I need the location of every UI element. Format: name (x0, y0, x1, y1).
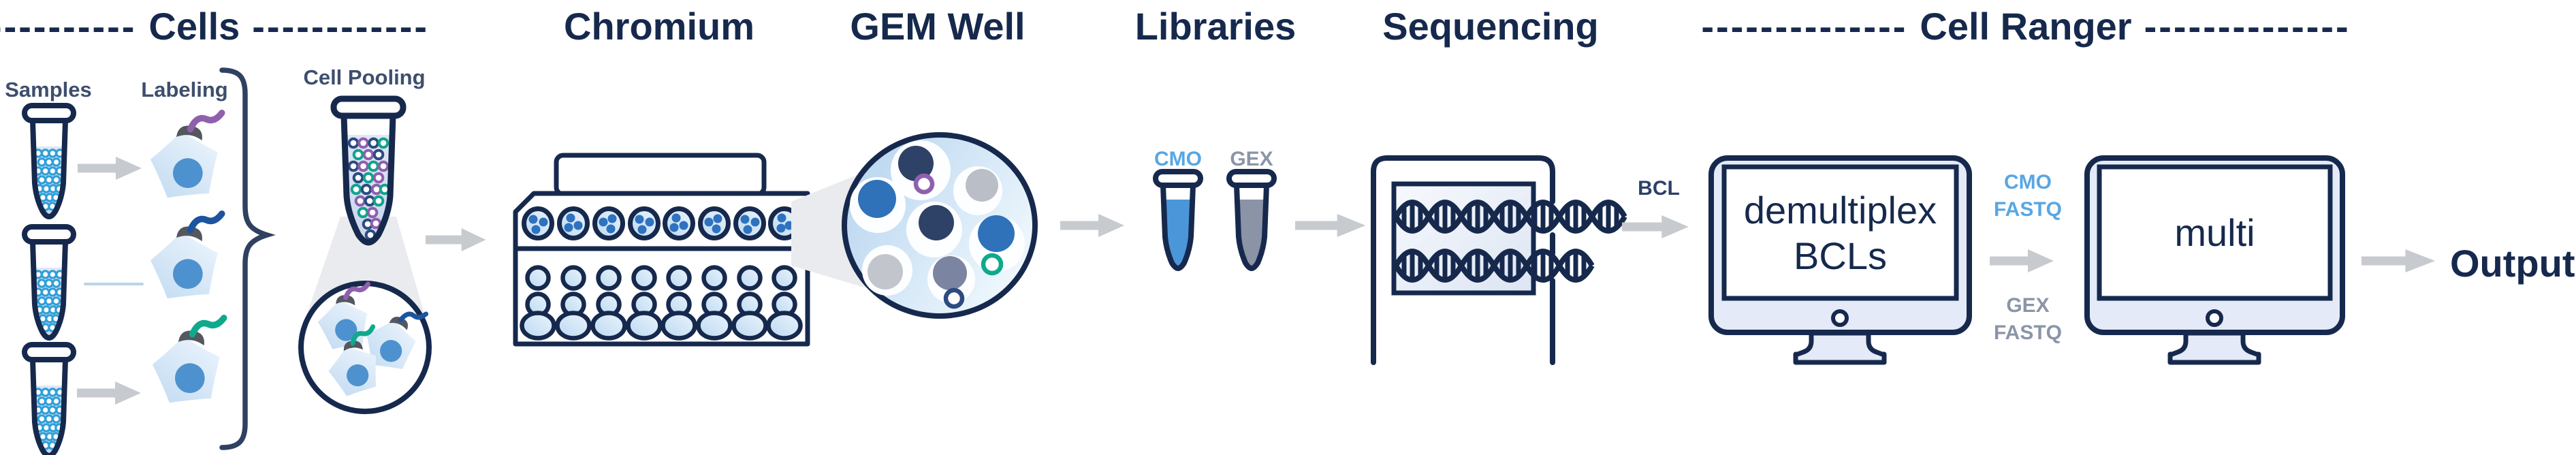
gex-library-tube-icon (1229, 172, 1274, 269)
chromium-chip-icon (513, 153, 810, 347)
cells-section-title: Cells (148, 5, 240, 48)
monitor1-screen-text: demultiplex BCLs (1724, 167, 1956, 298)
dash-line: -------------- (1701, 5, 1908, 48)
arrow-gem-to-libraries (1060, 214, 1124, 237)
sample-tube-2-icon (25, 227, 74, 339)
monitor-demultiplex-icon (1708, 155, 1972, 365)
multi-label: multi (2174, 211, 2255, 254)
labeled-cell-green-icon (148, 318, 232, 404)
cmo-fastq-line1: CMO (2003, 171, 2052, 193)
dash-line: ------------ (252, 5, 430, 48)
magnifier-circle-icon (298, 281, 432, 414)
monitor-multi-icon (2084, 155, 2345, 365)
faint-line-sample2-to-cell (84, 283, 144, 285)
cells-section-header: ---------- Cells ------------ (0, 4, 429, 48)
dna-helix-1 (1393, 200, 1627, 234)
demultiplex-line1: demultiplex (1743, 188, 1937, 232)
arrow-sample3-to-cell (77, 381, 141, 405)
dna-helix-2 (1393, 249, 1595, 283)
gem-droplets (850, 140, 1025, 309)
gex-fastq-line1: GEX (2006, 294, 2050, 317)
monitor-button (1831, 309, 1849, 327)
gem-well-title: GEM Well (850, 5, 1025, 48)
cmo-library-tube-icon (1156, 172, 1200, 269)
cmo-fastq-label: CMO FASTQ (1994, 169, 2062, 223)
monitor-button (2206, 309, 2223, 327)
arrow-bcl-to-cellranger (1622, 215, 1689, 238)
gex-fastq-label: GEX FASTQ (1994, 292, 2062, 347)
arrow-sample1-to-cell (78, 157, 142, 180)
dash-line: -------------- (2144, 5, 2351, 48)
gem-well-circle-icon (842, 132, 1038, 319)
cmo-tube-label: CMO (1154, 148, 1202, 170)
arrow-fastq-to-multi (1990, 249, 2054, 272)
sequencer-icon (1371, 155, 1627, 365)
bcl-label: BCL (1638, 177, 1680, 200)
cell-pooling-label: Cell Pooling (303, 65, 426, 89)
labeling-label: Labeling (141, 78, 228, 101)
sample-tube-1-icon (25, 106, 74, 217)
output-label: Output (2450, 242, 2575, 285)
arrow-multi-to-output (2362, 249, 2436, 272)
cell-pooling-tube-icon (330, 95, 407, 244)
demultiplex-line2: BCLs (1794, 234, 1887, 277)
samples-label: Samples (5, 78, 92, 101)
sequencing-title: Sequencing (1382, 5, 1599, 48)
gex-fastq-line2: FASTQ (1993, 321, 2063, 344)
arrow-pooling-to-chromium (426, 228, 486, 251)
cmo-fastq-line2: FASTQ (1993, 198, 2063, 221)
chromium-title: Chromium (564, 5, 754, 48)
monitor2-screen-text: multi (2099, 167, 2330, 298)
grouping-brace-icon (219, 67, 276, 450)
cell-ranger-section-header: -------------- Cell Ranger -------------… (1701, 4, 2350, 48)
cell-ranger-section-title: Cell Ranger (1920, 5, 2132, 48)
arrow-libraries-to-sequencing (1295, 214, 1366, 237)
dash-line: ---------- (0, 5, 137, 48)
gex-tube-label: GEX (1230, 148, 1273, 170)
labeled-cell-purple-icon (146, 113, 230, 199)
sample-tube-3-icon (25, 345, 74, 455)
libraries-title: Libraries (1134, 5, 1297, 48)
labeled-cell-blue-icon (146, 214, 230, 300)
